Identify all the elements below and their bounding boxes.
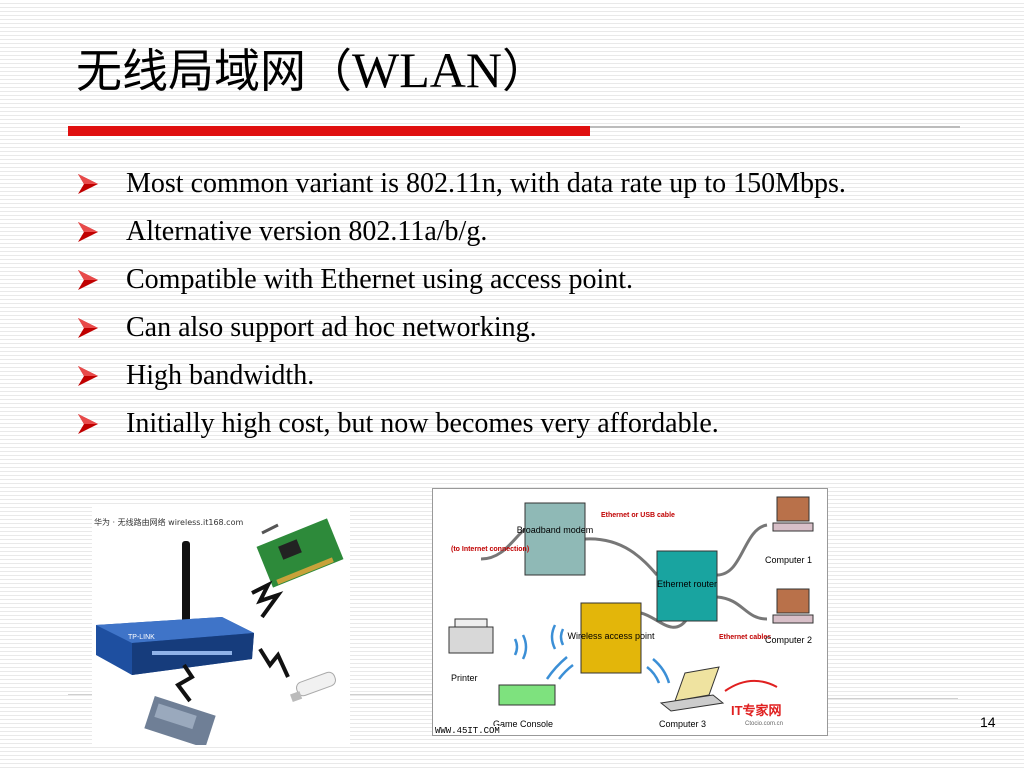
arrow-bullet-icon — [78, 270, 98, 290]
bullet-item: Can also support ad hoc networking. — [76, 310, 946, 346]
home-network-diagram: Broadband modem Ethernet router Wireless… — [432, 488, 828, 736]
bullet-item: High bandwidth. — [76, 358, 946, 394]
ethernet-cables-label: Ethernet cables — [719, 634, 771, 641]
lightning-bolt-icon — [175, 663, 195, 703]
computer-2-icon — [772, 588, 814, 624]
lightning-bolt-icon — [251, 580, 284, 619]
laptop-computer-3-icon — [659, 666, 725, 712]
bullet-text: Initially high cost, but now becomes ver… — [126, 408, 719, 439]
ethernet-usb-label: Ethernet or USB cable — [601, 512, 675, 519]
router-label: Ethernet router — [657, 579, 717, 589]
bullet-text: Compatible with Ethernet using access po… — [126, 264, 634, 295]
arrow-bullet-icon — [78, 366, 98, 386]
slide-title-latin: WLAN — [352, 42, 502, 98]
pci-wireless-card — [256, 518, 344, 588]
arrow-bullet-icon — [78, 414, 98, 434]
arrow-bullet-icon — [78, 174, 98, 194]
usb-wireless-adapter — [290, 671, 336, 703]
game-console-label: Game Console — [493, 719, 553, 729]
bullet-item: Compatible with Ethernet using access po… — [76, 262, 946, 298]
footer-rule — [68, 694, 92, 695]
pcmcia-wireless-card — [144, 695, 216, 745]
title-underline-grey — [590, 126, 960, 128]
bullet-text: Most common variant is 802.11n, with dat… — [126, 168, 846, 199]
arrow-bullet-icon — [78, 318, 98, 338]
wifi-signal-icon — [513, 624, 671, 684]
lightning-bolt-icon — [258, 647, 290, 678]
computer-1-icon — [772, 496, 814, 532]
slide-title-cn: 无线局域网（ — [76, 44, 352, 98]
svg-text:Ctocio.com.cn: Ctocio.com.cn — [745, 721, 783, 727]
bullet-item: Initially high cost, but now becomes ver… — [76, 406, 946, 442]
broadband-label: Broadband modem — [517, 525, 594, 535]
wireless-devices-photo: 华为 · 无线路由网络 wireless.it168.com TP-LINK — [92, 505, 350, 745]
ap-label: Wireless access point — [567, 631, 655, 641]
photo-caption: 华为 · 无线路由网络 wireless.it168.com — [94, 518, 244, 527]
page-number: 14 — [980, 714, 996, 730]
computer-1-label: Computer 1 — [765, 555, 812, 565]
wireless-devices-illustration: TP-LINK — [96, 518, 344, 745]
bullet-item: Most common variant is 802.11n, with dat… — [76, 166, 946, 202]
to-internet-label: (to Internet connection) — [451, 546, 529, 553]
slide-title-close: ） — [501, 44, 548, 98]
watermark-text: WWW.45IT.COM — [433, 726, 502, 736]
bullet-text: Can also support ad hoc networking. — [126, 312, 537, 343]
arrow-bullet-icon — [78, 222, 98, 242]
it-expert-logo: IT专家网 Ctocio.com.cn — [724, 680, 783, 727]
footer-rule — [350, 694, 432, 695]
router-antenna — [182, 541, 190, 633]
printer-label: Printer — [451, 673, 478, 683]
printer-icon — [448, 618, 494, 654]
slide-title: 无线局域网（WLAN） — [76, 40, 548, 101]
router-brand-label: TP-LINK — [128, 634, 155, 641]
footer-rule — [828, 698, 958, 699]
computer-3-label: Computer 3 — [659, 719, 706, 729]
computer-2-label: Computer 2 — [765, 635, 812, 645]
network-topology-svg: Broadband modem Ethernet router Wireless… — [448, 496, 814, 729]
wireless-access-point-box — [580, 602, 642, 674]
ethernet-router-box — [656, 550, 718, 622]
broadband-modem-box — [524, 502, 586, 576]
game-console-icon — [498, 684, 556, 706]
bullet-list: Most common variant is 802.11n, with dat… — [76, 166, 946, 454]
title-underline-red — [68, 126, 590, 136]
bullet-item: Alternative version 802.11a/b/g. — [76, 214, 946, 250]
bullet-text: High bandwidth. — [126, 360, 315, 391]
svg-text:IT专家网: IT专家网 — [731, 703, 782, 718]
bullet-text: Alternative version 802.11a/b/g. — [126, 216, 488, 247]
